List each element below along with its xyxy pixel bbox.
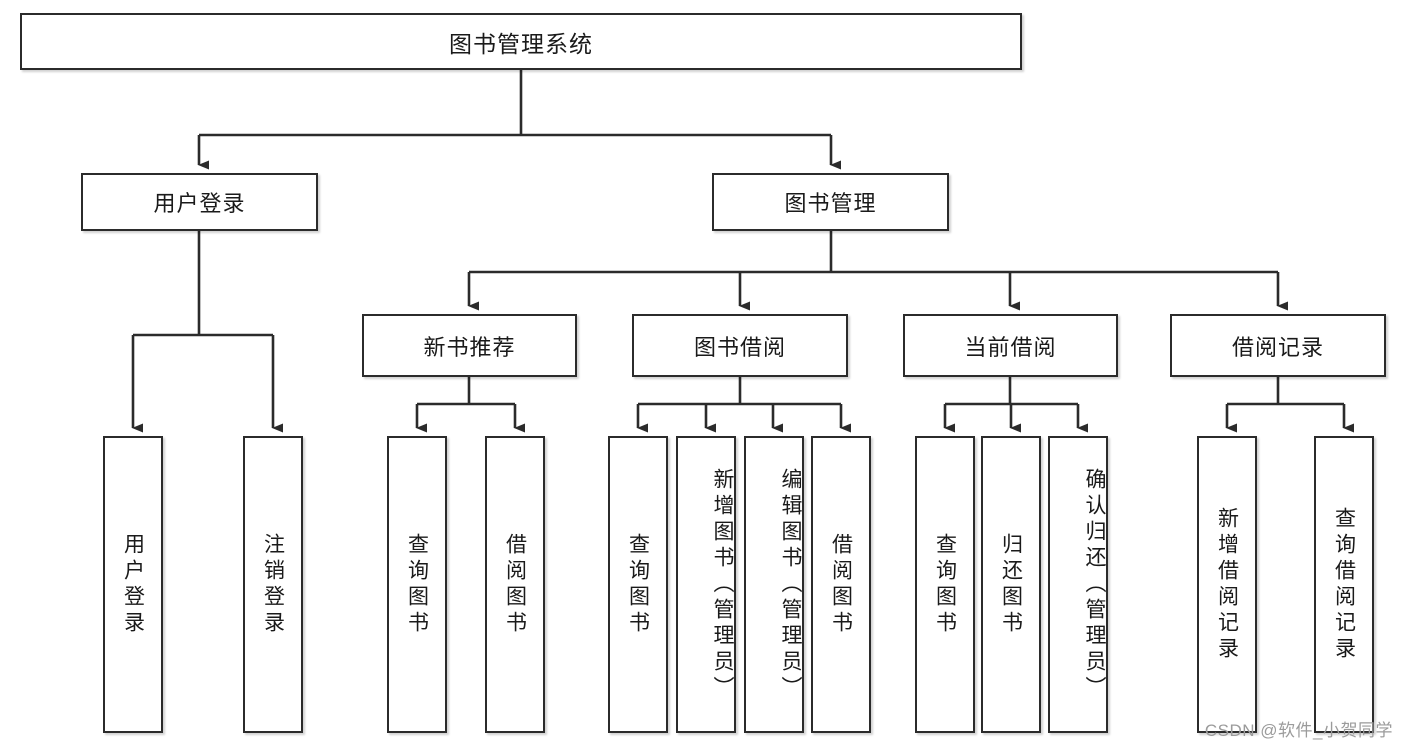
node-borrow-record[interactable]: 借阅记录 [1170,314,1386,377]
node-book-borrow[interactable]: 图书借阅 [632,314,848,377]
node-new-book-recommend[interactable]: 新书推荐 [362,314,577,377]
node-book-management[interactable]: 图书管理 [712,173,949,231]
leaf-query-book-recommend[interactable]: 查询图书 [387,436,447,733]
leaf-add-borrow-record[interactable]: 新增借阅记录 [1197,436,1257,733]
leaf-borrow-book-recommend[interactable]: 借阅图书 [485,436,545,733]
leaf-user-logout[interactable]: 注销登录 [243,436,303,733]
leaf-query-borrow-record[interactable]: 查询借阅记录 [1314,436,1374,733]
node-root-system[interactable]: 图书管理系统 [20,13,1022,70]
leaf-user-login[interactable]: 用户登录 [103,436,163,733]
watermark-text: CSDN @软件_小贺同学 [1204,721,1393,740]
leaf-query-book-borrow[interactable]: 查询图书 [608,436,668,733]
node-user-login[interactable]: 用户登录 [81,173,318,231]
leaf-confirm-return-admin[interactable]: 确认归还（管理员） [1048,436,1108,733]
leaf-edit-book-admin[interactable]: 编辑图书（管理员） [744,436,804,733]
node-current-borrow[interactable]: 当前借阅 [903,314,1118,377]
leaf-return-book[interactable]: 归还图书 [981,436,1041,733]
leaf-query-book-current[interactable]: 查询图书 [915,436,975,733]
leaf-borrow-book[interactable]: 借阅图书 [811,436,871,733]
leaf-add-book-admin[interactable]: 新增图书（管理员） [676,436,736,733]
